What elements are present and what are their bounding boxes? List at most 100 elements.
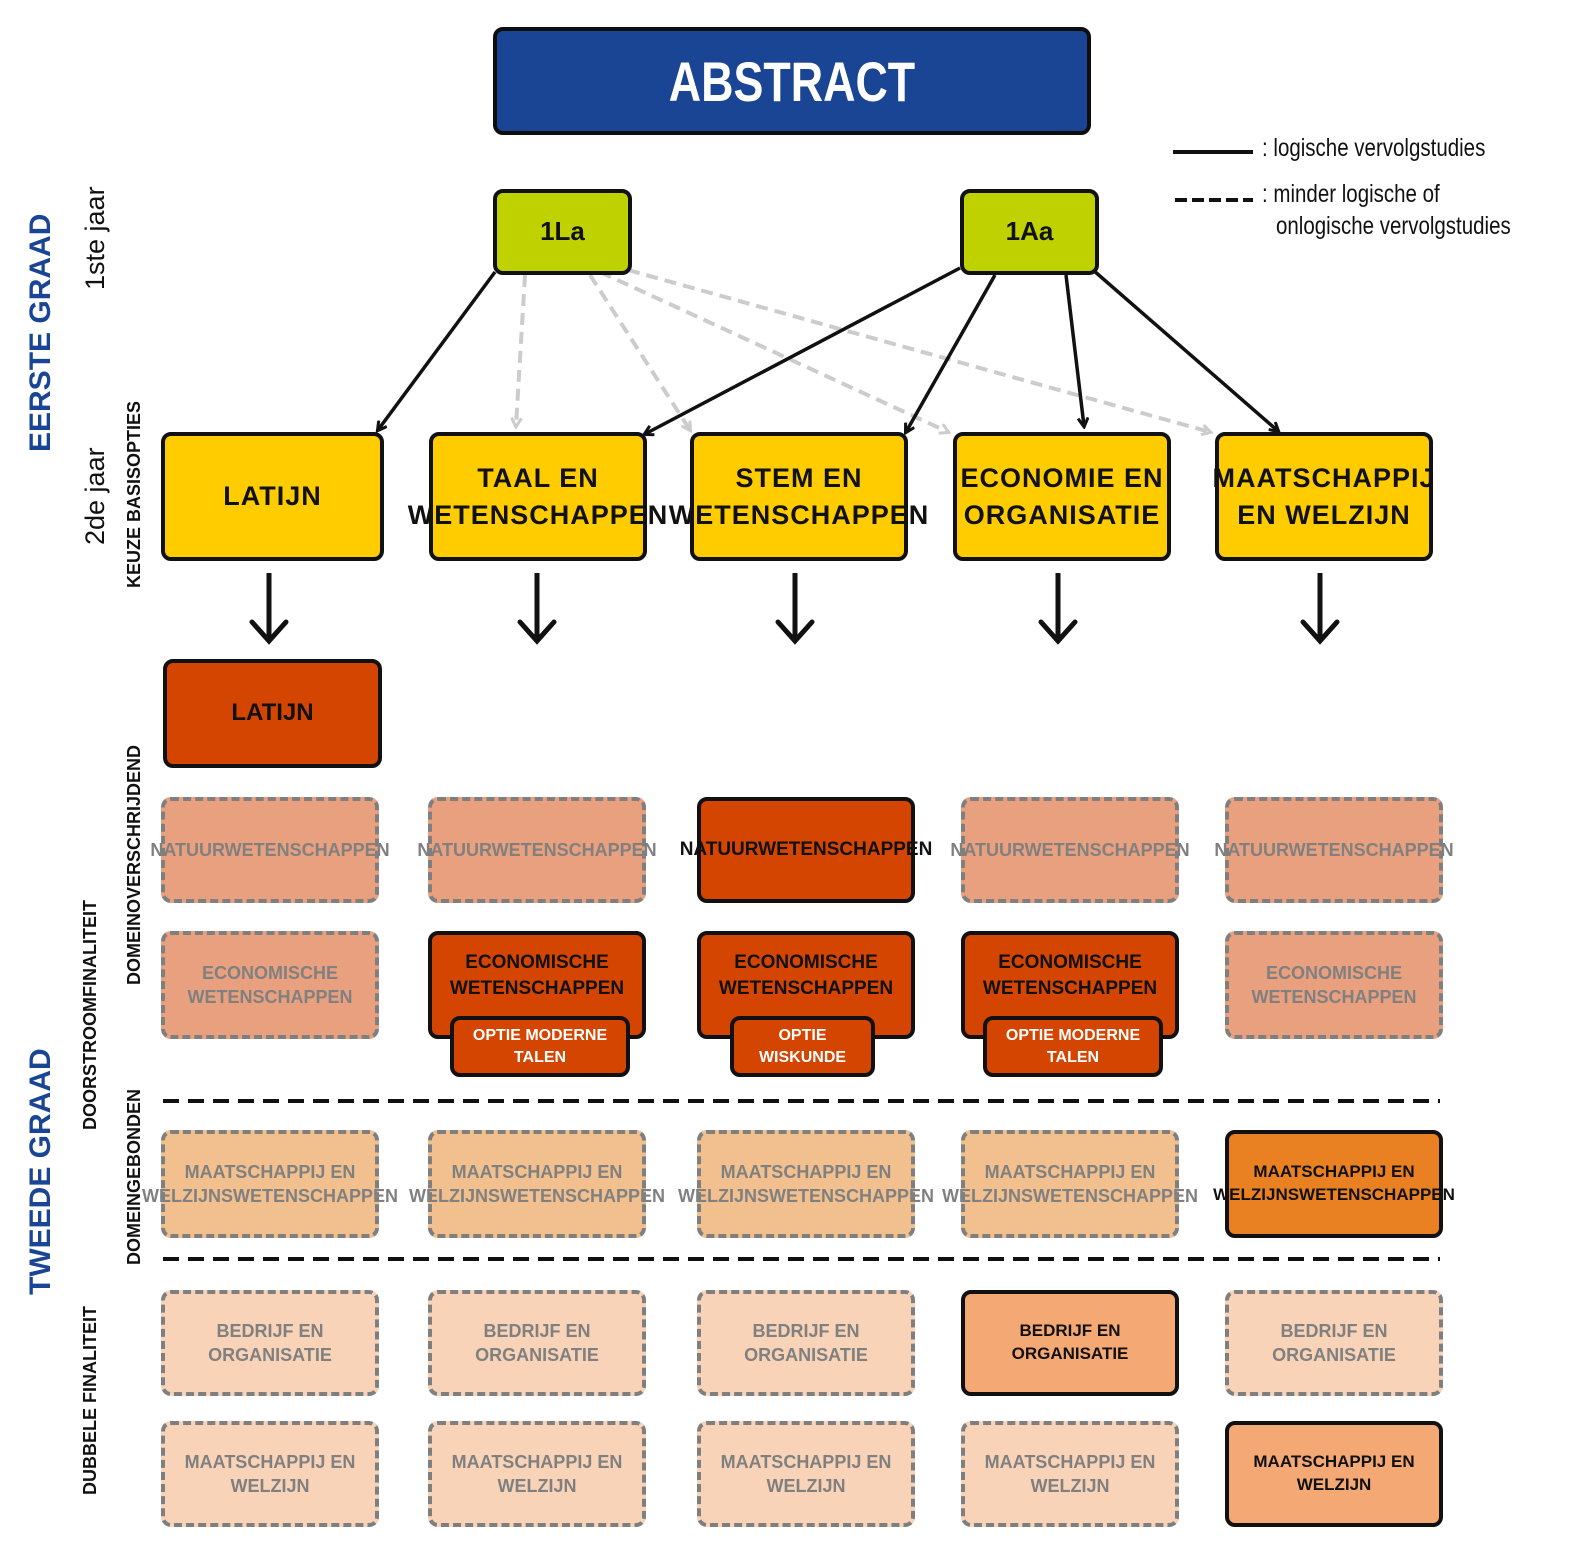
- economische-box-label: WETENSCHAPPEN: [1251, 987, 1417, 1007]
- jaar1-label: 1ste jaar: [80, 186, 110, 290]
- title-box: ABSTRACT: [493, 27, 1091, 135]
- maatschappij-welzijn-box-2-faded: MAATSCHAPPIJ EN WELZIJN: [428, 1421, 646, 1527]
- maatschappij-wet-box-label: WELZIJNSWETENSCHAPPEN: [1213, 1185, 1455, 1204]
- maatschappij-welzijn-box-label: MAATSCHAPPIJ EN WELZIJN: [184, 1451, 356, 1496]
- optie-label: OPTIE WISKUNDE: [758, 1026, 847, 1066]
- maatschappij-wet-box-label: MAATSCHAPPIJ EN: [720, 1161, 892, 1182]
- edge-1la-maatschappij: [627, 268, 1210, 432]
- basisoptie-label: ORGANISATIE: [963, 499, 1161, 530]
- natuur-box-2-faded: NATUURWETENSCHAPPEN: [417, 797, 657, 903]
- maatschappij-welzijn-box-3-faded: MAATSCHAPPIJ EN WELZIJN: [697, 1421, 915, 1527]
- bedrijf-box-label: BEDRIJF EN ORGANISATIE: [1272, 1320, 1396, 1365]
- maatschappij-wet-box-label: MAATSCHAPPIJ EN: [1253, 1162, 1415, 1182]
- natuur-box-label: NATUURWETENSCHAPPEN: [679, 839, 933, 861]
- basisoptie-label: MAATSCHAPPIJ: [1212, 463, 1436, 494]
- edge-1la-economie: [599, 270, 948, 432]
- legend-dashed-text-2: onlogische vervolgstudies: [1276, 212, 1511, 240]
- economische-box-label: WETENSCHAPPEN: [449, 978, 625, 999]
- maatschappij-welzijn-box-4-faded: MAATSCHAPPIJ EN WELZIJN: [961, 1421, 1179, 1527]
- maatschappij-wet-box-label: WELZIJNSWETENSCHAPPEN: [408, 1186, 666, 1206]
- down-arrow-icon: [775, 573, 815, 645]
- eerste-graad-label: EERSTE GRAAD: [24, 213, 57, 452]
- legend-solid-text: : logische vervolgstudies: [1262, 134, 1486, 162]
- basisoptie-label: WETENSCHAPPEN: [407, 499, 669, 530]
- maatschappij-welzijn-box-label: MAATSCHAPPIJ EN WELZIJN: [984, 1451, 1156, 1496]
- natuur-box-label: NATUURWETENSCHAPPEN: [417, 839, 657, 860]
- edge-1aa-economie: [1064, 274, 1084, 426]
- down-arrow-icon: [517, 573, 557, 645]
- maatschappij-welzijn-box-label: MAATSCHAPPIJ EN WELZIJN: [1253, 1452, 1415, 1494]
- maatschappij-wet-box-label: WELZIJNSWETENSCHAPPEN: [141, 1186, 399, 1206]
- maatschappij-wet-box-label: MAATSCHAPPIJ EN: [184, 1161, 356, 1182]
- natuur-box-label: NATUURWETENSCHAPPEN: [1214, 839, 1454, 860]
- edge-1la-latijn: [378, 270, 497, 430]
- economische-box-label: ECONOMISCHE: [465, 952, 609, 974]
- basisoptie-maatschappij: MAATSCHAPPIJ EN WELZIJN: [1212, 432, 1436, 561]
- maatschappij-welzijn-box-5-highlighted: MAATSCHAPPIJ EN WELZIJN: [1225, 1421, 1443, 1527]
- down-arrow-icon: [249, 573, 289, 645]
- basisoptie-label: WETENSCHAPPEN: [668, 499, 930, 530]
- bedrijf-box-label: BEDRIJF EN ORGANISATIE: [1011, 1321, 1129, 1363]
- tweede-graad-label: TWEEDE GRAAD: [24, 1048, 57, 1295]
- basisoptie-label: ECONOMIE EN: [960, 463, 1164, 494]
- optie-box-2: OPTIE MODERNE TALEN: [450, 1016, 630, 1077]
- economische-box-label: WETENSCHAPPEN: [187, 987, 353, 1007]
- diagram-title: ABSTRACT: [668, 49, 916, 113]
- richting-label: LATIJN: [231, 699, 314, 727]
- edge-1la-taal: [516, 274, 527, 426]
- basisoptie-label: LATIJN: [223, 481, 322, 512]
- maatschappij-welzijn-box-1-faded: MAATSCHAPPIJ EN WELZIJN: [161, 1421, 379, 1527]
- natuur-box-4-faded: NATUURWETENSCHAPPEN: [950, 797, 1190, 903]
- jaar2-label: 2de jaar: [80, 447, 110, 545]
- economische-box-label: WETENSCHAPPEN: [982, 978, 1158, 999]
- edge-1aa-maatschappij: [1091, 268, 1278, 431]
- economische-box-label: ECONOMISCHE: [201, 962, 338, 983]
- maatschappij-wet-box-3-faded: MAATSCHAPPIJ EN WELZIJNSWETENSCHAPPEN: [678, 1130, 934, 1238]
- natuur-box-5-faded: NATUURWETENSCHAPPEN: [1214, 797, 1454, 903]
- bedrijf-box-5-faded: BEDRIJF EN ORGANISATIE: [1225, 1290, 1443, 1396]
- optie-label: OPTIE MODERNE TALEN: [1005, 1026, 1141, 1066]
- economische-box-5-faded: ECONOMISCHE WETENSCHAPPEN: [1225, 931, 1443, 1039]
- dubbele-finaliteit-label: DUBBELE FINALITEIT: [80, 1306, 100, 1495]
- maatschappij-welzijn-box-label: MAATSCHAPPIJ EN WELZIJN: [451, 1451, 623, 1496]
- node-1aa-label: 1Aa: [1005, 216, 1054, 247]
- maatschappij-wet-box-label: MAATSCHAPPIJ EN: [451, 1161, 623, 1182]
- maatschappij-welzijn-box-label: MAATSCHAPPIJ EN WELZIJN: [720, 1451, 892, 1496]
- bedrijf-box-4-highlighted: BEDRIJF EN ORGANISATIE: [961, 1290, 1179, 1396]
- down-arrow-icon: [1300, 573, 1340, 645]
- down-arrow-icon: [1038, 573, 1078, 645]
- maatschappij-wet-box-2-faded: MAATSCHAPPIJ EN WELZIJNSWETENSCHAPPEN: [409, 1130, 665, 1238]
- basisoptie-label: EN WELZIJN: [1237, 499, 1411, 530]
- economische-box-label: ECONOMISCHE: [998, 952, 1142, 974]
- maatschappij-wet-box-1-faded: MAATSCHAPPIJ EN WELZIJNSWETENSCHAPPEN: [142, 1130, 398, 1238]
- maatschappij-wet-box-label: WELZIJNSWETENSCHAPPEN: [941, 1186, 1199, 1206]
- economische-box-label: ECONOMISCHE: [1265, 962, 1402, 983]
- economische-box-label: WETENSCHAPPEN: [718, 978, 894, 999]
- basisoptie-economie: ECONOMIE EN ORGANISATIE: [953, 432, 1171, 561]
- basisoptie-label: TAAL EN: [477, 463, 599, 494]
- doorstroomfinaliteit-label: DOORSTROOMFINALITEIT: [80, 900, 100, 1130]
- edge-1aa-stem: [906, 274, 997, 432]
- bedrijf-box-3-faded: BEDRIJF EN ORGANISATIE: [697, 1290, 915, 1396]
- natuur-box-3-highlighted: NATUURWETENSCHAPPEN: [680, 797, 932, 903]
- economische-box-1-faded: ECONOMISCHE WETENSCHAPPEN: [161, 931, 379, 1039]
- bedrijf-box-label: BEDRIJF EN ORGANISATIE: [744, 1320, 868, 1365]
- natuur-box-label: NATUURWETENSCHAPPEN: [150, 839, 390, 860]
- node-1la: 1La: [493, 189, 632, 275]
- bedrijf-box-label: BEDRIJF EN ORGANISATIE: [208, 1320, 332, 1365]
- basisoptie-taal: TAAL EN WETENSCHAPPEN: [408, 432, 667, 561]
- optie-box-4: OPTIE MODERNE TALEN: [983, 1016, 1163, 1077]
- edge-1aa-taal: [645, 266, 961, 434]
- node-1aa: 1Aa: [960, 189, 1099, 275]
- maatschappij-wet-box-5-highlighted: MAATSCHAPPIJ EN WELZIJNSWETENSCHAPPEN: [1213, 1130, 1455, 1238]
- natuur-box-1-faded: NATUURWETENSCHAPPEN: [150, 797, 390, 903]
- basisoptie-label: STEM EN: [735, 463, 863, 494]
- basisoptie-stem: STEM EN WETENSCHAPPEN: [669, 432, 928, 561]
- node-1la-label: 1La: [540, 216, 585, 247]
- legend-dashed-text-1: : minder logische of: [1262, 180, 1440, 208]
- natuur-box-label: NATUURWETENSCHAPPEN: [950, 839, 1190, 860]
- maatschappij-wet-box-label: WELZIJNSWETENSCHAPPEN: [677, 1186, 935, 1206]
- bedrijf-box-label: BEDRIJF EN ORGANISATIE: [475, 1320, 599, 1365]
- domeinoverschrijdend-label: DOMEINOVERSCHRIJDEND: [124, 744, 144, 985]
